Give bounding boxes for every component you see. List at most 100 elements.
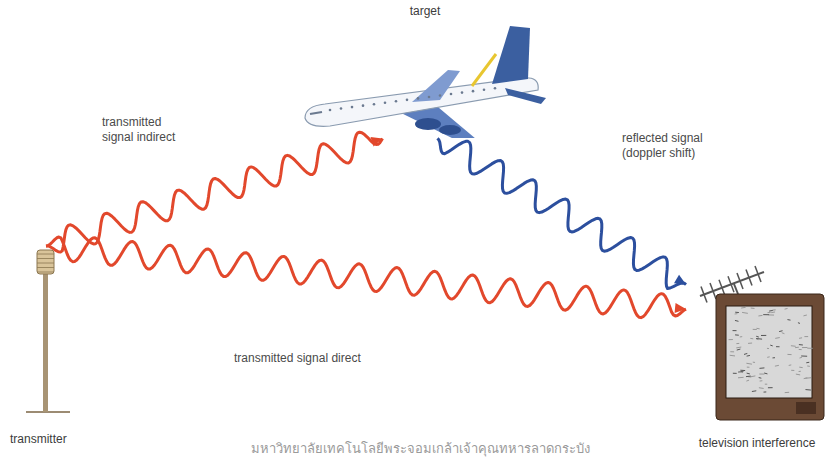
window [395,100,398,103]
static-noise [767,348,769,349]
static-noise [798,322,800,324]
static-noise [791,345,796,347]
signal-wave [46,132,383,252]
window [406,99,409,102]
static-noise [769,314,775,315]
static-noise [756,338,762,340]
static-noise [799,367,802,368]
static-noise [753,329,757,330]
static-noise [747,373,750,375]
static-noise [805,389,810,390]
static-noise [742,312,748,314]
static-noise [736,347,741,349]
antenna-element [710,283,716,299]
static-noise [738,371,743,373]
static-noise [748,343,752,344]
antenna-element [728,276,734,292]
static-noise [746,380,749,382]
static-noise [768,312,771,313]
static-noise [735,313,738,314]
static-noise [758,315,762,317]
mast-rib [37,272,54,273]
static-noise [747,367,750,368]
engine [439,125,461,135]
tv-controls [796,402,816,414]
static-noise [807,348,812,349]
static-noise [782,332,785,334]
static-noise [746,376,751,378]
mast-rib [37,267,54,268]
transmitter-mast-icon [10,246,82,416]
static-noise [759,377,762,379]
static-noise [773,357,775,358]
tv-cabinet [716,294,824,420]
signal-label: transmitted signal direct [232,350,363,367]
engine [415,118,441,130]
cockpit [310,112,322,114]
antenna-element [701,287,707,303]
node-label: television interference [686,436,828,450]
mast-pole [43,272,48,412]
static-noise [750,338,753,339]
static-noise [803,315,806,317]
window [329,109,332,112]
signal-label: transmitted signal indirect [100,114,194,146]
static-noise [735,334,739,335]
tail-fin [492,26,530,84]
target-aircraft: target [300,4,550,138]
window [472,90,475,93]
static-noise [791,370,794,371]
antenna-element [755,266,761,282]
antenna-mast [734,284,738,294]
static-noise [775,337,780,339]
static-noise [767,356,769,358]
static-noise [739,371,743,373]
antenna-element [737,273,743,289]
mast-rib [37,258,54,259]
static-noise [738,377,744,378]
signal-wave [46,237,686,318]
window [384,102,387,105]
wave-path [46,237,686,318]
near-wing [412,70,460,102]
static-noise [760,380,763,381]
antenna-element [719,280,725,296]
static-noise [735,320,739,322]
static-noise [799,371,801,372]
node-label: transmitter [10,432,82,446]
mast-rib [37,263,54,264]
window [351,106,354,109]
tv-screen [726,306,812,398]
signal-label: reflected signal (doppler shift) [620,130,724,162]
antenna-element [746,270,752,286]
static-noise [787,319,790,321]
window [373,103,376,106]
static-noise [730,355,735,357]
window [417,97,420,100]
window [450,93,453,96]
static-noise [759,367,764,368]
static-noise [806,362,809,364]
static-noise [733,373,737,374]
static-noise [768,387,773,388]
static-noise [736,343,739,344]
static-noise [789,364,792,366]
static-noise [730,351,734,352]
television-set-icon [686,262,828,422]
static-noise [759,387,764,389]
static-noise [805,377,811,379]
static-noise [772,309,775,310]
static-noise [775,365,779,367]
static-noise [747,355,750,357]
static-noise [741,307,745,309]
watermark: มหาวิทยาลัยเทคโนโลยีพระจอมเกล้าเจ้าคุณทห… [251,438,590,459]
static-noise [776,346,780,347]
static-noise [751,375,756,377]
stabilizer [505,88,546,104]
static-noise [807,365,810,366]
window [439,95,442,98]
static-noise [799,344,803,345]
window [428,96,431,99]
window [461,92,464,95]
